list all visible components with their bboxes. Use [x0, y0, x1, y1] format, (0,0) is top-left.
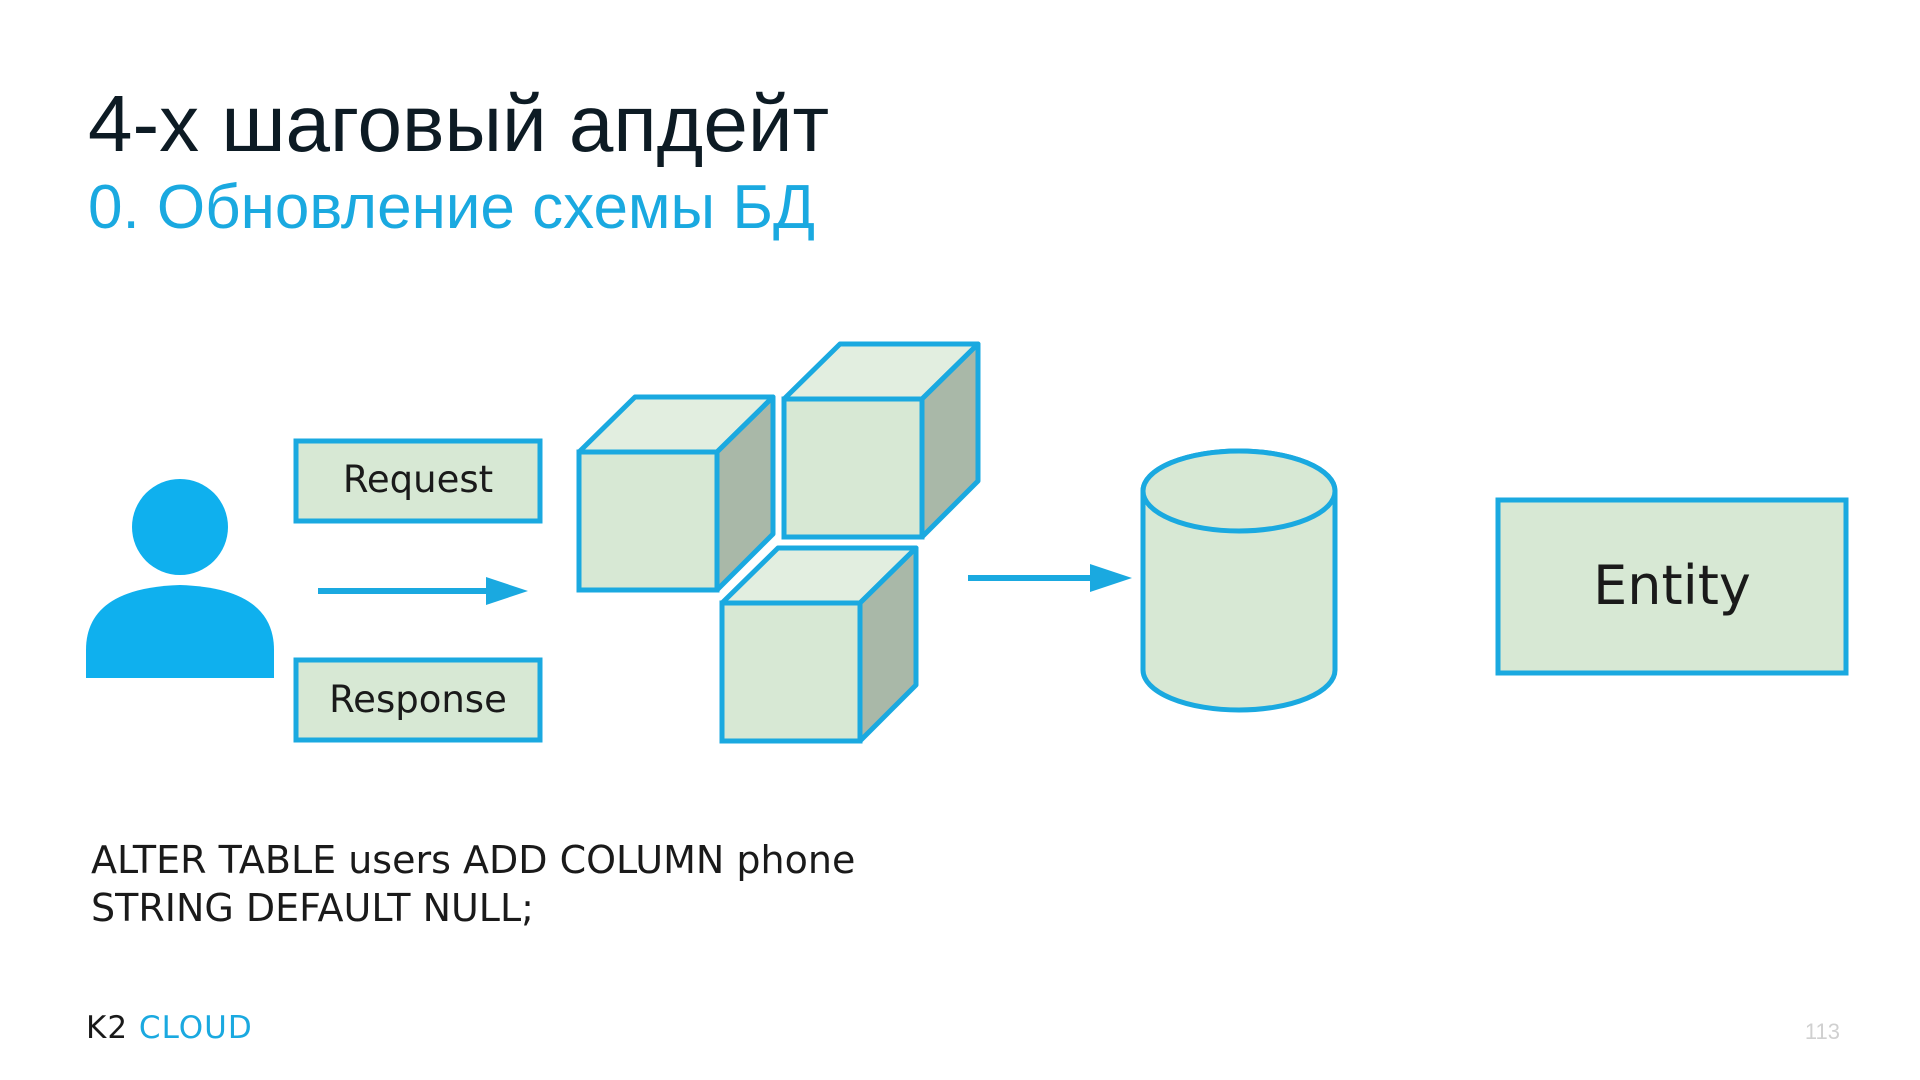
arrow-right-icon: [318, 577, 528, 605]
service-cube-icon: [719, 545, 919, 744]
sql-code-block: ALTER TABLE users ADD COLUMN phone STRIN…: [91, 836, 855, 932]
response-label: Response: [329, 678, 507, 721]
database-icon: [1140, 448, 1338, 713]
sql-line-1: ALTER TABLE users ADD COLUMN phone: [91, 838, 856, 882]
logo-k2: K2: [86, 1010, 129, 1046]
request-label: Request: [343, 458, 493, 501]
request-box: Request: [293, 438, 543, 524]
user-icon: [86, 479, 274, 678]
entity-label: Entity: [1593, 554, 1751, 617]
k2-cloud-logo: K2 CLOUD: [86, 1013, 253, 1044]
service-cube-icon: [781, 341, 981, 540]
slide-title: 4-х шаговый апдейт: [88, 79, 830, 168]
entity-box: Entity: [1495, 497, 1849, 676]
service-cube-icon: [576, 394, 776, 593]
slide-subtitle: 0. Обновление схемы БД: [88, 173, 816, 242]
response-box: Response: [293, 657, 543, 743]
sql-line-2: STRING DEFAULT NULL;: [91, 886, 534, 930]
logo-cloud: CLOUD: [138, 1010, 253, 1046]
page-number: 113: [1804, 1019, 1840, 1044]
arrow-right-icon: [968, 564, 1132, 592]
